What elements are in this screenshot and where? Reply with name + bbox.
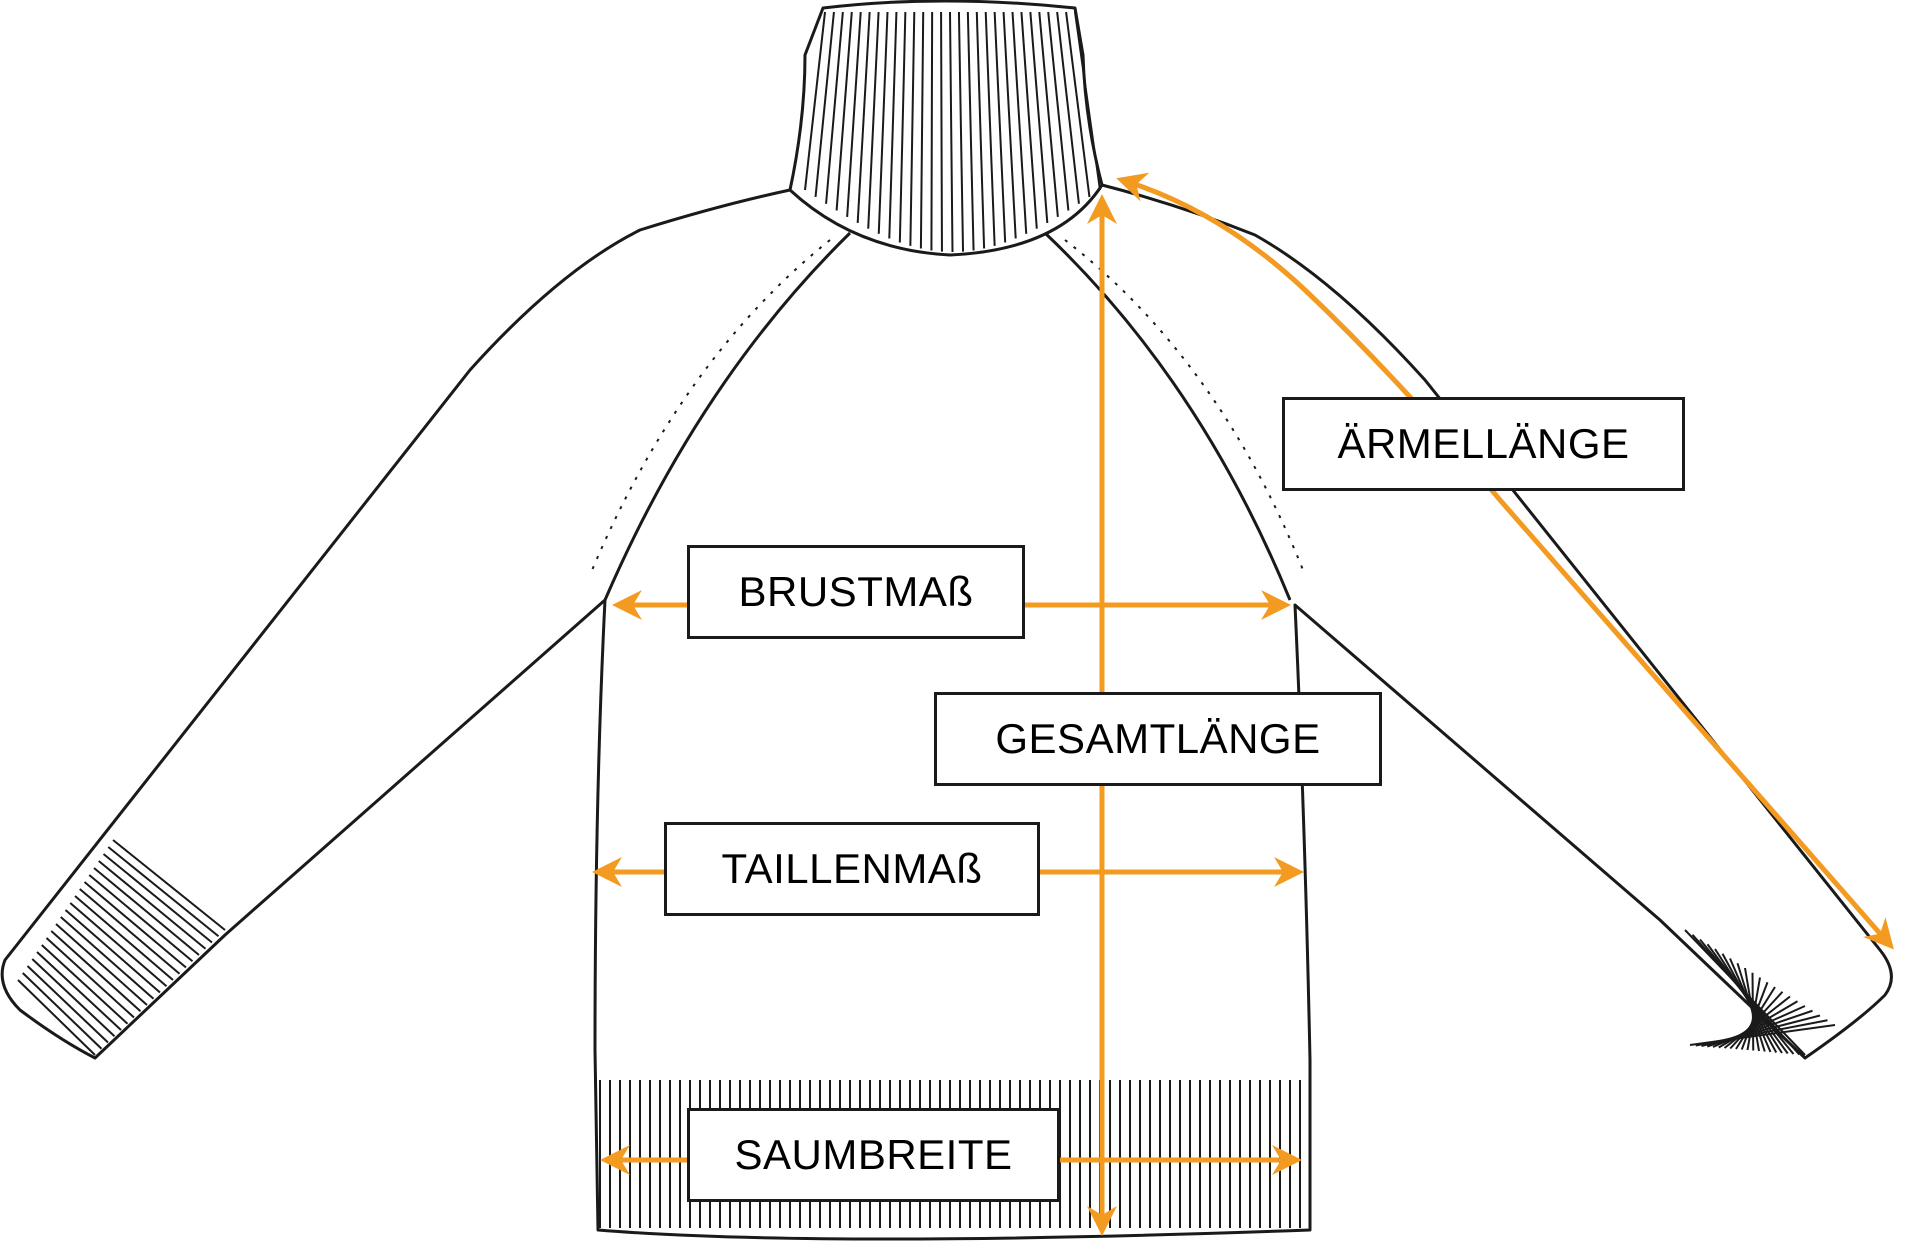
chest-label: BRUSTMAß (687, 545, 1025, 639)
raglan-seam-left (603, 231, 852, 601)
waist-label: TAILLENMAß (664, 822, 1040, 916)
total-length-label: GESAMTLÄNGE (934, 692, 1382, 786)
sleeve-length-text: ÄRMELLÄNGE (1337, 420, 1630, 467)
chest-text: BRUSTMAß (738, 568, 974, 615)
hem-label: SAUMBREITE (687, 1108, 1060, 1202)
dotted-seams (589, 239, 1306, 576)
collar (788, 0, 1104, 257)
raglan-seam-right (1043, 231, 1292, 601)
total-length-text: GESAMTLÄNGE (995, 715, 1321, 762)
sleeve-length-label: ÄRMELLÄNGE (1282, 397, 1685, 491)
waist-text: TAILLENMAß (721, 845, 983, 892)
hem-text: SAUMBREITE (734, 1131, 1013, 1178)
sleeve-length-arrow (1116, 172, 1894, 950)
